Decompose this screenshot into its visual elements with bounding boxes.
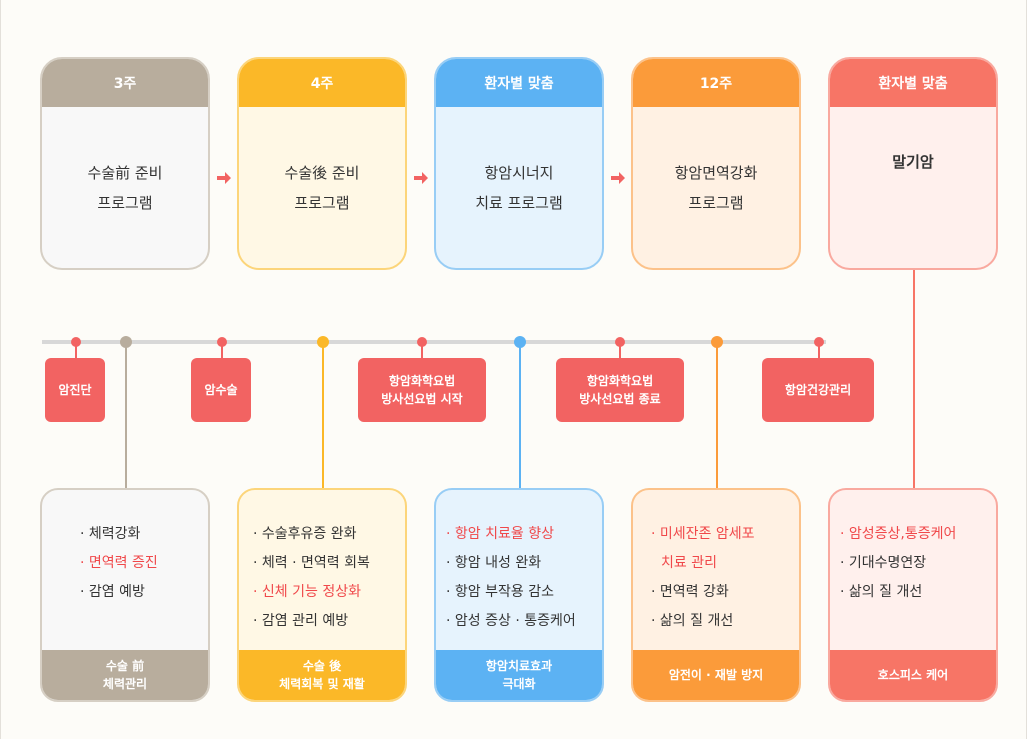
stage-head: 환자별 맞춤 — [436, 59, 602, 107]
event-label-diagnosis: 암진단 — [45, 358, 105, 422]
stage-title: 항암면역강화 — [674, 163, 758, 182]
event-text: 암수술 — [204, 383, 238, 397]
detail-footer-text: 체력회복 및 재활 — [279, 677, 365, 691]
detail-footer: 항암치료효과 극대화 — [436, 650, 602, 700]
stage-card-synergy: 환자별 맞춤 항암시너지 치료 프로그램 — [434, 57, 604, 270]
stage-subtitle: 프로그램 — [294, 193, 350, 212]
detail-card-immunity: · 미세잔존 암세포 치료 관리 · 면역력 강화 · 삶의 질 개선 암전이 … — [631, 488, 801, 702]
stage-dot — [120, 336, 132, 348]
stage-title: 수술後 준비 — [284, 163, 360, 182]
detail-item: · 체력 · 면역력 회복 — [253, 555, 370, 571]
detail-item: · 체력강화 — [80, 526, 141, 542]
detail-card-terminal: · 암성증상,통증케어 · 기대수명연장 · 삶의 질 개선 호스피스 케어 — [828, 488, 998, 702]
detail-item: · 신체 기능 정상화 — [253, 584, 361, 600]
event-text: 항암화학요법 — [388, 374, 456, 388]
detail-card-synergy: · 항암 치료율 향상 · 항암 내성 완화 · 항암 부작용 감소 · 암성 … — [434, 488, 604, 702]
detail-item: · 미세잔존 암세포 — [651, 526, 755, 542]
stage-head: 환자별 맞춤 — [830, 59, 996, 107]
detail-item: · 삶의 질 개선 — [651, 613, 734, 629]
detail-item: · 항암 부작용 감소 — [446, 584, 554, 600]
event-stem — [619, 342, 621, 358]
stage-head: 4주 — [239, 59, 405, 107]
event-dot — [615, 337, 625, 347]
connector-line — [519, 342, 521, 488]
detail-item: · 면역력 강화 — [651, 584, 729, 600]
detail-item: 치료 관리 — [661, 555, 717, 571]
detail-item: · 항암 내성 완화 — [446, 555, 542, 571]
detail-item: · 수술후유증 완화 — [253, 526, 357, 542]
connector-line — [125, 342, 127, 488]
stage-subtitle: 프로그램 — [97, 193, 153, 212]
stage-dot — [317, 336, 329, 348]
event-text: 항암화학요법 — [586, 374, 654, 388]
connector-line — [322, 342, 324, 488]
detail-footer-text: 극대화 — [502, 677, 536, 691]
detail-item: · 삶의 질 개선 — [840, 584, 923, 600]
event-dot — [71, 337, 81, 347]
detail-footer: 수술 後 체력회복 및 재활 — [239, 650, 405, 700]
stage-title: 수술前 준비 — [87, 163, 163, 182]
event-label-health-mgmt: 항암건강관리 — [762, 358, 874, 422]
detail-footer: 호스피스 케어 — [830, 650, 996, 700]
stage-title: 말기암 — [892, 153, 934, 171]
event-label-surgery: 암수술 — [191, 358, 251, 422]
event-text: 방사선요법 종료 — [579, 392, 661, 406]
detail-footer-text: 체력관리 — [102, 677, 148, 691]
event-stem — [421, 342, 423, 358]
timeline-bar — [42, 340, 826, 344]
detail-item: · 면역력 증진 — [80, 555, 158, 571]
arrow-right-icon — [611, 172, 625, 184]
detail-card-preop: · 체력강화 · 면역력 증진 · 감염 예방 수술 前 체력관리 — [40, 488, 210, 702]
stage-head: 3주 — [42, 59, 208, 107]
detail-footer-text: 수술 前 — [105, 659, 145, 673]
event-stem — [818, 342, 820, 358]
detail-item: · 항암 치료율 향상 — [446, 526, 554, 542]
detail-item: · 암성 증상 · 통증케어 — [446, 613, 576, 629]
connector-line — [716, 342, 718, 488]
event-label-chemo-end: 항암화학요법 방사선요법 종료 — [556, 358, 684, 422]
event-text: 항암건강관리 — [784, 383, 852, 397]
event-text: 방사선요법 시작 — [381, 392, 463, 406]
stage-card-immunity: 12주 항암면역강화 프로그램 — [631, 57, 801, 270]
event-stem — [221, 342, 223, 358]
stage-card-terminal: 환자별 맞춤 말기암 — [828, 57, 998, 270]
detail-footer: 수술 前 체력관리 — [42, 650, 208, 700]
event-dot — [217, 337, 227, 347]
stage-card-postop: 4주 수술後 준비 프로그램 — [237, 57, 407, 270]
stage-head: 12주 — [633, 59, 799, 107]
detail-footer-text: 호스피스 케어 — [877, 668, 949, 682]
event-text: 암진단 — [58, 383, 92, 397]
event-dot — [814, 337, 824, 347]
detail-item: · 감염 관리 예방 — [253, 613, 349, 629]
stage-subtitle: 치료 프로그램 — [475, 193, 563, 212]
connector-line — [913, 270, 915, 490]
arrow-right-icon — [217, 172, 231, 184]
arrow-right-icon — [414, 172, 428, 184]
detail-item: · 감염 예방 — [80, 584, 145, 600]
stage-subtitle: 프로그램 — [688, 193, 744, 212]
detail-item: · 기대수명연장 — [840, 555, 927, 571]
stage-dot — [514, 336, 526, 348]
detail-footer-text: 수술 後 — [302, 659, 342, 673]
stage-title: 항암시너지 — [484, 163, 554, 182]
event-dot — [417, 337, 427, 347]
detail-footer-text: 암전이 · 재발 방지 — [668, 668, 764, 682]
detail-footer-text: 항암치료효과 — [485, 659, 553, 673]
event-stem — [75, 342, 77, 358]
event-label-chemo-start: 항암화학요법 방사선요법 시작 — [358, 358, 486, 422]
detail-item: · 암성증상,통증케어 — [840, 526, 957, 542]
stage-dot — [711, 336, 723, 348]
detail-card-postop: · 수술후유증 완화 · 체력 · 면역력 회복 · 신체 기능 정상화 · 감… — [237, 488, 407, 702]
detail-footer: 암전이 · 재발 방지 — [633, 650, 799, 700]
stage-card-preop: 3주 수술前 준비 프로그램 — [40, 57, 210, 270]
